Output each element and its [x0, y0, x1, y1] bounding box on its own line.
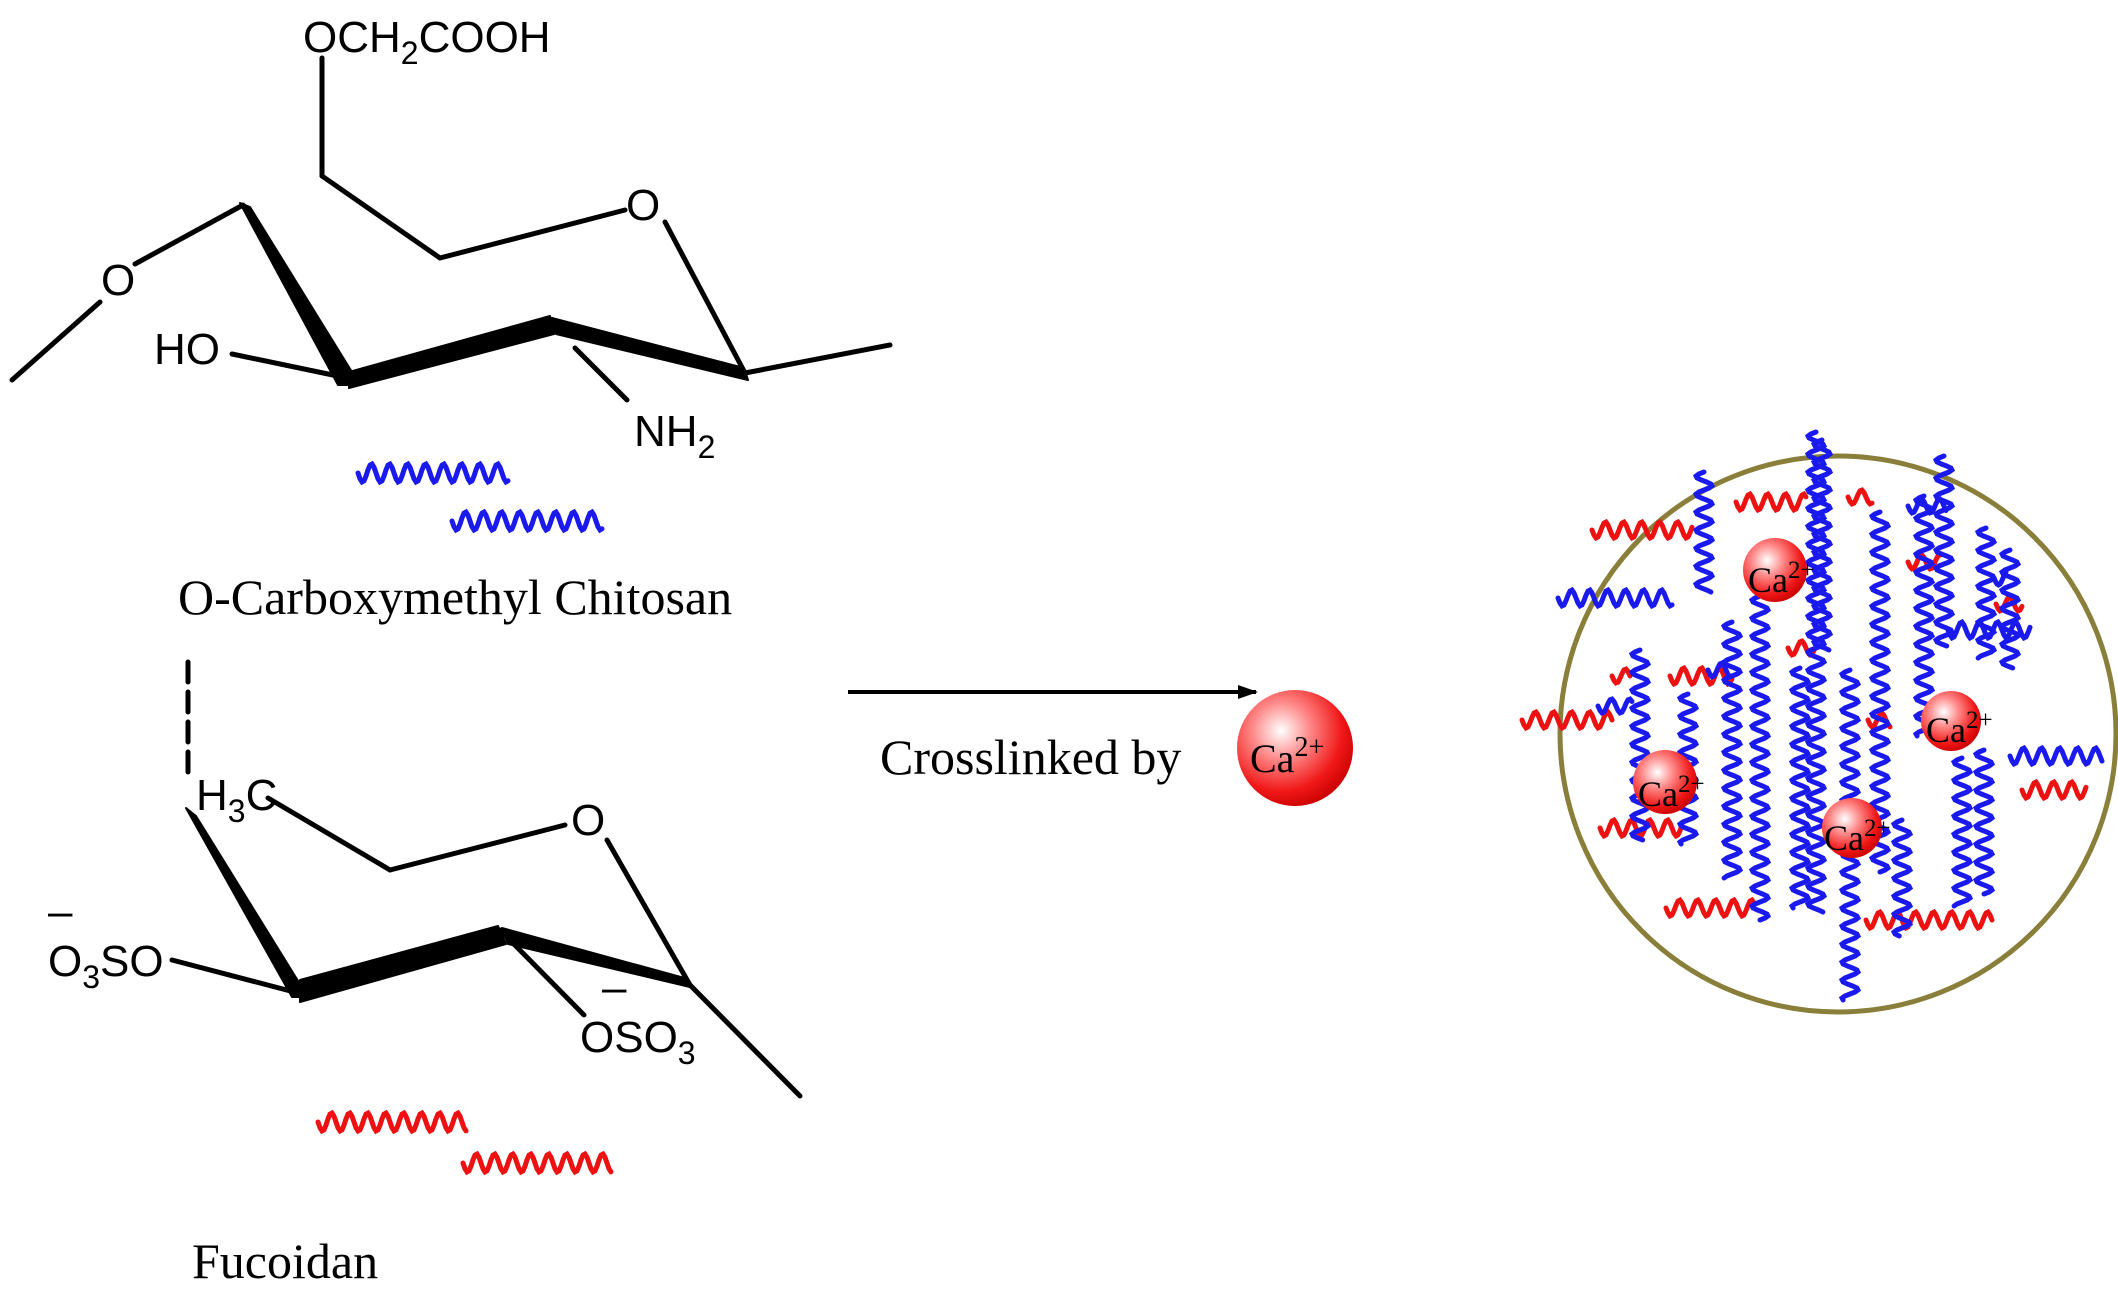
calcium-sphere	[1237, 690, 1353, 806]
chitosan-chain	[1804, 429, 1828, 915]
fucoidan-chain	[1663, 896, 1757, 920]
fucoidan-structure: H3C O – O3SO – OSO3	[48, 659, 803, 1099]
particle-calcium-label: Ca2+	[1824, 815, 1891, 858]
chitosan-caption: O-Carboxymethyl Chitosan	[178, 569, 732, 625]
particle-chitosan-chains	[1555, 429, 2105, 1003]
sulfate-right-charge: –	[602, 963, 627, 1012]
calcium-ion-label: Ca2+	[1250, 732, 1324, 781]
chitosan-ring-oxygen: O	[626, 181, 660, 230]
fucoidan-chain	[1609, 666, 1633, 686]
chitosan-chain	[1705, 660, 1733, 680]
methyl-label: H3C	[196, 771, 277, 829]
fucoidan-chain	[1845, 487, 1875, 507]
fucoidan-chain	[1667, 664, 1735, 688]
chitosan-structure: OCH2COOH O O HO NH2	[9, 13, 893, 465]
chitosan-chain	[1998, 547, 2022, 671]
chitosan-chain	[1555, 586, 1675, 610]
chitosan-chain	[1950, 755, 1974, 909]
sulfate-left-charge: –	[48, 887, 73, 936]
chitosan-chain	[1788, 665, 1812, 911]
fucoidan-chain-legend	[315, 1109, 614, 1176]
fucoidan-chain	[1589, 518, 1695, 542]
particle-fucoidan-chains	[1519, 487, 2089, 932]
chitosan-chain	[1748, 557, 1772, 923]
chitosan-chain	[1810, 437, 1834, 653]
particle-calcium-label: Ca2+	[1926, 707, 1993, 750]
fucoidan-chain-sample	[315, 1109, 469, 1135]
fucoidan-chain	[1519, 708, 1615, 732]
chitosan-chain	[1972, 747, 1996, 897]
chitosan-chain	[1868, 509, 1892, 875]
fucoidan-chain	[2019, 778, 2089, 802]
fucoidan-ring-oxygen: O	[571, 796, 605, 845]
particle-calcium-ions: Ca2+ Ca2+ Ca2+ Ca2+	[1633, 538, 1993, 858]
sulfate-left-label: O3SO	[48, 937, 164, 995]
calcium-ion-reagent: Ca2+	[1237, 690, 1353, 806]
chitosan-chain	[1692, 469, 1716, 595]
chitosan-chain	[1974, 525, 1998, 661]
chitosan-chain	[1720, 619, 1744, 881]
chitosan-chain	[2007, 744, 2105, 768]
amine-label: NH2	[634, 407, 715, 465]
chitosan-glycosidic-oxygen: O	[101, 256, 135, 305]
particle-calcium-sphere	[1921, 691, 1981, 751]
chitosan-chain	[1912, 493, 1936, 739]
chitosan-chain-sample	[355, 460, 511, 486]
particle-calcium-sphere	[1633, 750, 1697, 814]
chitosan-chain	[1932, 453, 1956, 649]
fucoidan-chain	[1993, 594, 2025, 614]
carboxymethyl-group-label: OCH2COOH	[303, 13, 551, 71]
fucoidan-chain	[1863, 908, 1995, 932]
fucoidan-chain	[1733, 490, 1809, 514]
chitosan-chain	[1890, 817, 1914, 939]
chitosan-chain-sample	[449, 508, 605, 534]
fucoidan-caption: Fucoidan	[192, 1233, 378, 1289]
reaction-label: Crosslinked by	[880, 729, 1181, 785]
particle-calcium-label: Ca2+	[1638, 771, 1705, 814]
hydroxyl-label: HO	[154, 325, 220, 374]
particle-calcium-label: Ca2+	[1748, 557, 1815, 600]
chitosan-chain-legend	[355, 460, 605, 534]
particle-calcium-sphere	[1743, 538, 1807, 602]
particle-calcium-sphere	[1822, 798, 1882, 858]
crosslinked-particle: Ca2+ Ca2+ Ca2+ Ca2+	[1519, 429, 2118, 1015]
chitosan-chain	[1595, 696, 1635, 716]
fucoidan-chain	[1597, 816, 1685, 840]
particle-outline	[1557, 453, 2118, 1015]
sulfate-right-label: OSO3	[580, 1013, 696, 1071]
fucoidan-chain-sample	[460, 1150, 614, 1176]
